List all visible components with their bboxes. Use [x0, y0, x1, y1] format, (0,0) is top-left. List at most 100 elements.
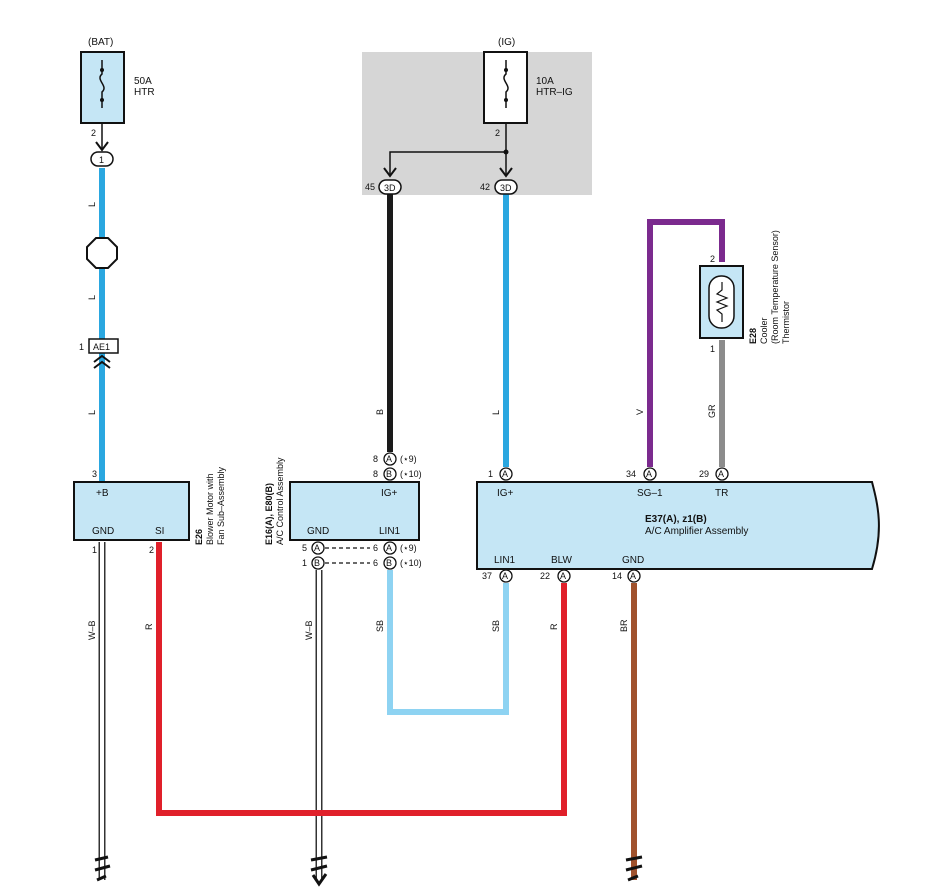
amp-conn-lin-label: A — [502, 571, 508, 581]
control-name: A/C Control Assembly — [275, 457, 285, 545]
blower-pin-gnd: 1 — [92, 545, 97, 555]
control-pin-bot-a-right: 6 — [373, 543, 378, 553]
junction-3d-right-pin: 42 — [480, 182, 490, 192]
control-conn-bot-a-right — [383, 541, 397, 555]
wire-label-SB2: SB — [491, 620, 501, 632]
amp-conn-lin — [499, 569, 513, 583]
thermistor-name-2: (Room Temperature Sensor) — [770, 230, 780, 344]
amp-terminal-ig: IG+ — [497, 488, 514, 499]
amp-terminal-lin: LIN1 — [494, 555, 516, 566]
amp-terminal-tr: TR — [715, 488, 728, 499]
junction-3d-left-pin: 45 — [365, 182, 375, 192]
amp-pin-lin: 37 — [482, 571, 492, 581]
amp-pin-tr: 29 — [699, 469, 709, 479]
control-conn-bot-b-right-label: B — [386, 558, 392, 568]
control-conn-top-a-label: A — [386, 454, 392, 464]
amp-pin-ig: 1 — [488, 469, 493, 479]
wire-label-L2: L — [87, 295, 97, 300]
blower-name-2: Fan Sub–Assembly — [216, 466, 226, 545]
wire-label-WB1: W–B — [87, 620, 97, 640]
blower-box — [73, 481, 190, 541]
control-note-top-a: (⋆9) — [400, 454, 417, 464]
blower-terminal-gnd: GND — [92, 526, 114, 537]
blower-name-1: Blower Motor with — [205, 473, 215, 545]
thermistor-pin-bottom: 1 — [710, 344, 715, 354]
amp-terminal-sg: SG–1 — [637, 488, 663, 499]
wire-label-SB1: SB — [375, 620, 385, 632]
amp-name: A/C Amplifier Assembly — [645, 526, 748, 537]
blower-code: E26 — [194, 529, 204, 545]
blower-terminal-si: SI — [155, 526, 164, 537]
connector-1 — [90, 151, 114, 167]
blower-pin-si: 2 — [149, 545, 154, 555]
fuse-50a-pin: 2 — [91, 128, 96, 138]
splice-octagon — [86, 237, 118, 269]
fuse-10a-icon — [503, 60, 509, 108]
ae1-label: AE1 — [93, 342, 110, 352]
bat-source-label: (BAT) — [88, 37, 113, 48]
control-terminal-gnd: GND — [307, 526, 329, 537]
thermistor-pin-top: 2 — [710, 254, 715, 264]
control-pin-top-b: 8 — [373, 469, 378, 479]
control-note-bot-b: (⋆10) — [400, 558, 422, 568]
fuse-10a-rating: 10A — [536, 76, 554, 87]
wire-label-R2: R — [549, 623, 559, 630]
wire-V — [647, 219, 725, 467]
control-note-top-b: (⋆10) — [400, 469, 422, 479]
wire-SB — [387, 570, 509, 715]
control-pin-top-a: 8 — [373, 454, 378, 464]
control-conn-bot-a-right-label: A — [386, 543, 392, 553]
control-pin-bot-b-right: 6 — [373, 558, 378, 568]
wire-label-L-ig: L — [491, 410, 501, 415]
junction-3d-right-label: 3D — [500, 183, 512, 193]
control-terminal-lin: LIN1 — [379, 526, 401, 537]
fuse-50a-icon — [99, 60, 105, 108]
amp-terminal-blw: BLW — [551, 555, 572, 566]
junction-3d-left — [378, 179, 402, 195]
blower-pin-top: 3 — [92, 469, 97, 479]
wire-label-V: V — [635, 409, 645, 415]
control-terminal-ig: IG+ — [381, 488, 398, 499]
fuse-10a-pin: 2 — [495, 128, 500, 138]
fuse-50a-name: HTR — [134, 87, 155, 98]
wire-label-R1: R — [144, 623, 154, 630]
amp-conn-ig — [499, 467, 513, 481]
thermistor-name-3: Thermistor — [781, 301, 791, 344]
thermistor-icon — [708, 275, 735, 329]
amp-terminal-gnd: GND — [622, 555, 644, 566]
ground-mark-left — [94, 855, 111, 882]
amp-conn-gnd-label: A — [630, 571, 636, 581]
control-pin-bot-a-left: 5 — [302, 543, 307, 553]
wire-label-BR: BR — [619, 619, 629, 632]
fuse-10a-name: HTR–IG — [536, 87, 573, 98]
junction-3d-left-label: 3D — [384, 183, 396, 193]
thermistor-name-1: Cooler — [759, 317, 769, 344]
amplifier-box — [476, 481, 880, 570]
amp-conn-blw — [557, 569, 571, 583]
thermistor-code: E28 — [748, 328, 758, 344]
amp-conn-sg-label: A — [646, 469, 652, 479]
control-box — [289, 481, 420, 541]
control-conn-bot-a-left — [311, 541, 325, 555]
control-conn-bot-b-left — [311, 556, 325, 570]
control-pin-bot-b-left: 1 — [302, 558, 307, 568]
ae1-pin: 1 — [79, 342, 84, 352]
amp-conn-blw-label: A — [560, 571, 566, 581]
control-conn-bot-a-left-label: A — [314, 543, 320, 553]
ig-source-label: (IG) — [498, 37, 515, 48]
fuse-50a-rating: 50A — [134, 76, 152, 87]
wire-label-B: B — [375, 409, 385, 415]
wire-label-GR: GR — [707, 404, 717, 418]
control-conn-bot-b-left-label: B — [314, 558, 320, 568]
amp-conn-gnd — [627, 569, 641, 583]
amp-code: E37(A), z1(B) — [645, 514, 707, 525]
control-conn-top-b-label: B — [386, 469, 392, 479]
blower-terminal-b: +B — [96, 488, 109, 499]
ae1-chevron-icon — [93, 354, 111, 369]
amp-pin-gnd: 14 — [612, 571, 622, 581]
junction-3d-right — [494, 179, 518, 195]
amp-pin-sg: 34 — [626, 469, 636, 479]
wire-label-L1: L — [87, 202, 97, 207]
ground-mark-right — [625, 855, 643, 882]
